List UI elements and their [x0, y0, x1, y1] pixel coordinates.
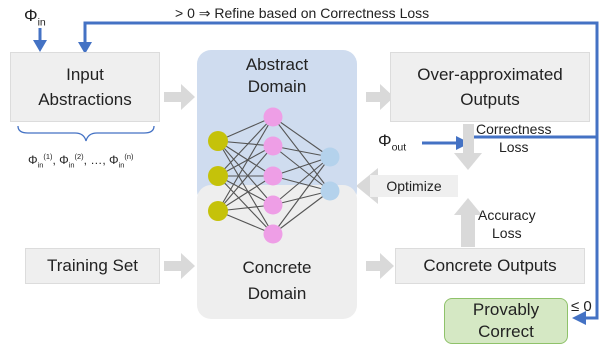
abstraction-set-label: Φin(1), Φin(2), …, Φin(n) [28, 152, 133, 169]
abs-sub-1: in [37, 160, 44, 170]
abstract-domain-label: Abstract Domain [197, 54, 357, 98]
hidden-neuron [263, 136, 283, 156]
concrete-domain-line2: Domain [247, 284, 307, 303]
hidden-neuron [263, 166, 283, 186]
over-approximated-outputs-box: Over-approximated Outputs [390, 52, 590, 122]
network-edge [272, 156, 331, 235]
network-edge [272, 145, 331, 192]
network-edge [217, 175, 274, 206]
abs-sup-2: (2) [74, 152, 84, 161]
network-edge [272, 190, 331, 206]
optimize-label: Optimize [386, 178, 442, 194]
network-edge [217, 145, 274, 212]
threshold-label: ≤ 0 [571, 298, 592, 315]
phi-in-label: Φin [24, 6, 46, 28]
correctness-loss-label: Correctness Loss [476, 120, 551, 156]
phi-out-symbol: Φ [378, 131, 392, 150]
training-to-concrete-arrow [164, 253, 195, 279]
over-approx-line1: Over-approximated [417, 65, 563, 84]
output-neuron [320, 181, 340, 201]
concrete-outputs-box: Concrete Outputs [395, 248, 585, 284]
output-neuron [320, 147, 340, 167]
phi-out-subscript: out [391, 141, 407, 154]
abs-phi-2: Φ [59, 153, 69, 167]
input-neuron [208, 166, 228, 186]
hidden-neuron [263, 195, 283, 215]
refine-arrowhead [78, 42, 92, 54]
input-abstractions-line2: Abstractions [38, 90, 132, 109]
network-edge [217, 175, 274, 235]
input-neuron [208, 131, 228, 151]
accuracy-up-arrow [454, 198, 482, 247]
abs-ellipsis: …, [90, 153, 106, 167]
concrete-domain-line1: Concrete [242, 258, 312, 277]
provably-correct-arrow [583, 137, 599, 320]
network-edge [272, 156, 331, 206]
network-edge [217, 116, 274, 142]
network-edge [217, 175, 274, 212]
phi-in-subscript: in [37, 16, 46, 29]
network-edge [272, 156, 331, 177]
abstraction-brace [17, 125, 155, 142]
network-edge [217, 140, 274, 206]
phi-in-arrowhead [33, 40, 47, 52]
abs-sup-1: (1) [43, 152, 53, 161]
training-set-label: Training Set [46, 256, 139, 275]
hidden-neuron [263, 107, 283, 127]
accuracy-loss-line2: Loss [492, 225, 522, 241]
over-approx-line2: Outputs [460, 90, 520, 109]
network-edge [217, 145, 274, 177]
concrete-domain-label: Concrete Domain [197, 255, 357, 307]
abstract-domain-line1: Abstract [245, 55, 309, 74]
accuracy-loss-label: Accuracy Loss [478, 206, 536, 242]
abs-sub-n: in [118, 160, 125, 170]
network-edge [272, 190, 331, 235]
refine-feedback-arrow [83, 21, 599, 139]
concrete-to-outputs-arrow [366, 253, 394, 279]
hidden-neuron [263, 224, 283, 244]
network-edge [272, 116, 331, 192]
abs-phi-1: Φ [28, 153, 38, 167]
network-edge [217, 140, 274, 235]
network-edge [217, 140, 274, 177]
input-abstractions-line1: Input [66, 65, 104, 84]
phi-out-label: Φout [378, 131, 406, 153]
outputs-to-correctness-arrow [454, 124, 482, 170]
correctness-loss-line1: Correctness [476, 121, 552, 137]
provably-correct-line1: Provably [472, 300, 540, 319]
accuracy-loss-line1: Accuracy [478, 207, 536, 223]
abs-sup-n: (n) [124, 152, 134, 161]
refine-feedback-label: > 0 ⇒ Refine based on Correctness Loss [175, 5, 430, 21]
input-to-abstract-arrow [164, 84, 195, 110]
provably-correct-line2: Correct [478, 322, 534, 341]
input-abstractions-box: Input Abstractions [10, 52, 160, 122]
abs-sub-2: in [68, 160, 75, 170]
network-edge [272, 116, 331, 158]
phi-in-symbol: Φ [24, 6, 38, 25]
abs-sep-2: , [83, 153, 87, 167]
network-edge [272, 145, 331, 158]
abstract-to-outputs-arrow [366, 84, 394, 110]
network-edge [217, 116, 274, 177]
provably-correct-arrowhead [572, 311, 586, 325]
abstract-domain-line2: Domain [247, 77, 307, 96]
network-edge [272, 175, 331, 192]
input-neuron [208, 201, 228, 221]
network-edge [217, 116, 274, 212]
concrete-outputs-label: Concrete Outputs [423, 256, 557, 275]
correctness-loss-line2: Loss [498, 139, 529, 155]
abs-sep-1: , [52, 153, 56, 167]
optimize-box: Optimize [370, 175, 458, 197]
training-set-box: Training Set [25, 248, 160, 284]
abs-phi-n: Φ [109, 153, 119, 167]
provably-correct-box: Provably Correct [444, 298, 568, 344]
